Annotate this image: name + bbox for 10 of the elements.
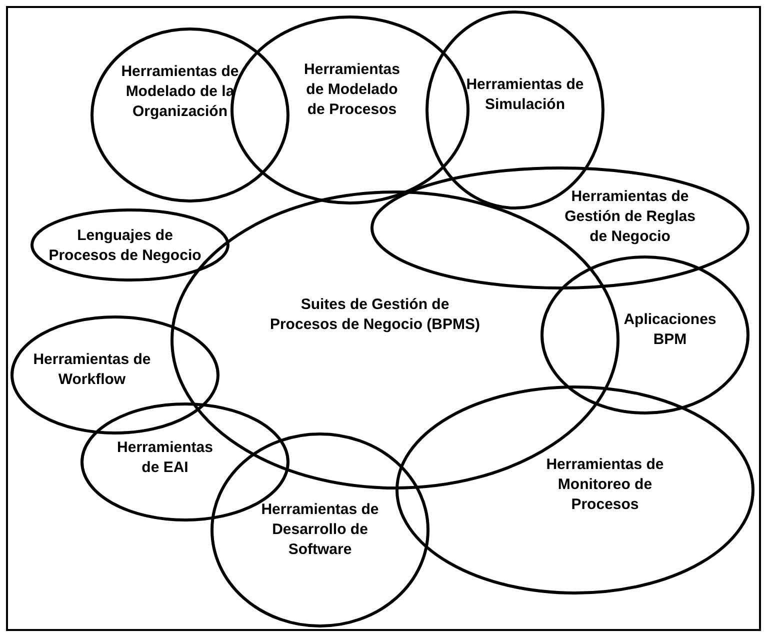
ellipse-label: Herramientas de Simulación [465,75,585,115]
ellipse-label: Herramientas de Gestión de Reglas de Negocio [564,187,696,247]
ellipse-label: Aplicaciones BPM [622,310,718,350]
ellipse-label: Herramientas de Modelado de Procesos [303,60,401,120]
ellipse-label: Herramientas de Desarrollo de Software [260,500,380,560]
ellipse-label: Herramientas de Monitoreo de Procesos [545,455,665,515]
ellipse-label: Lenguajes de Procesos de Negocio [48,226,202,266]
ellipse-label: Herramientas de EAI [116,438,214,478]
ellipse-label: Suites de Gestión de Procesos de Negocio (BPMS) [268,295,482,335]
ellipse-label: Herramientas de Workflow [32,350,152,390]
